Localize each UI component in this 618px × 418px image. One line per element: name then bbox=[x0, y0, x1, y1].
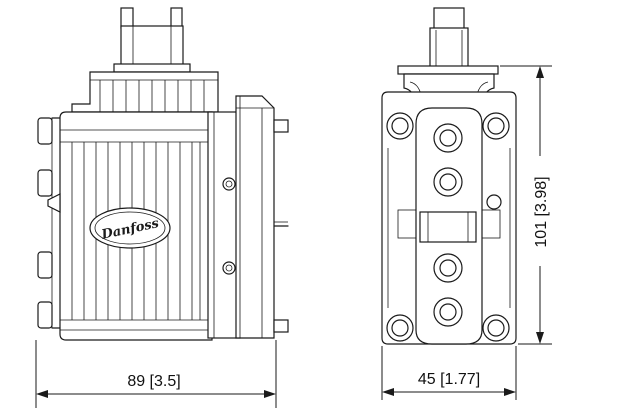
side-view: Danfoss 89 [3.5 bbox=[35, 7, 289, 408]
dimension-height-label: 101 [3.98] bbox=[533, 176, 550, 247]
front-plate bbox=[415, 107, 502, 345]
side-connector bbox=[113, 7, 191, 73]
dimension-depth-label: 45 [1.77] bbox=[418, 371, 480, 388]
logo: Danfoss bbox=[89, 207, 171, 249]
dimension-width-label: 89 [3.5] bbox=[127, 373, 180, 390]
dimension-width: 89 [3.5] bbox=[35, 340, 277, 408]
side-flange bbox=[207, 95, 289, 339]
front-view: 101 [3.98] 45 [1.77] bbox=[381, 7, 552, 400]
dimension-depth: 45 [1.77] bbox=[381, 346, 517, 400]
side-left-bosses bbox=[37, 117, 61, 329]
front-connector bbox=[397, 7, 499, 75]
front-corner-screws bbox=[386, 112, 510, 342]
dimension-height: 101 [3.98] bbox=[500, 65, 552, 345]
